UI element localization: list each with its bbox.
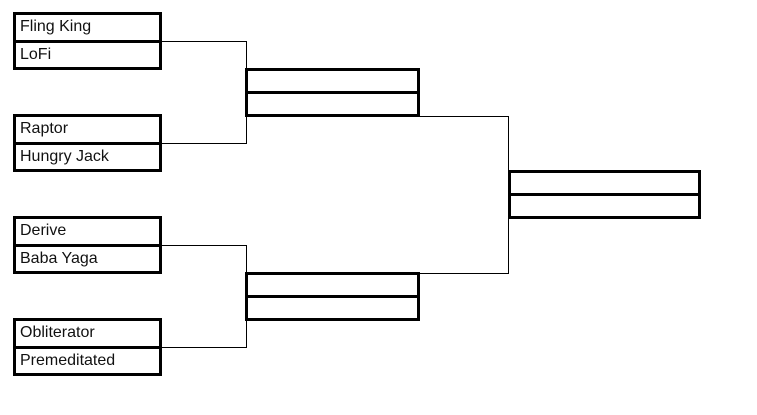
connector-r1m2	[162, 143, 247, 144]
r1-match-2-team-bottom[interactable]: Hungry Jack	[16, 141, 159, 170]
r1-match-1: Fling King LoFi	[13, 12, 162, 70]
r2-match-1	[245, 68, 420, 117]
connector-r2m1	[420, 116, 509, 117]
r1-match-3-team-bottom[interactable]: Baba Yaga	[16, 243, 159, 272]
connector-r1m1	[162, 41, 247, 42]
connector-lower-vertical	[246, 245, 247, 348]
r1-match-1-team-top[interactable]: Fling King	[20, 18, 92, 36]
connector-upper-vertical	[246, 41, 247, 144]
connector-r1m4	[162, 347, 247, 348]
r2-match-2-team-top[interactable]	[248, 275, 417, 295]
r1-match-3-team-top[interactable]: Derive	[20, 222, 67, 240]
final-match	[508, 170, 701, 219]
r1-match-4: Obliterator Premeditated	[13, 318, 162, 376]
connector-r2m2	[420, 273, 509, 274]
r2-match-1-team-top[interactable]	[248, 71, 417, 91]
final-team-top[interactable]	[511, 173, 698, 193]
r1-match-2-team-top[interactable]: Raptor	[20, 120, 69, 138]
connector-r1m3	[162, 245, 247, 246]
r1-match-2: Raptor Hungry Jack	[13, 114, 162, 172]
r2-match-2	[245, 272, 420, 321]
r2-match-1-team-bottom[interactable]	[248, 91, 417, 114]
r1-match-1-team-bottom[interactable]: LoFi	[16, 39, 159, 68]
r2-match-2-team-bottom[interactable]	[248, 295, 417, 318]
final-team-bottom[interactable]	[511, 193, 698, 216]
r1-match-4-team-top[interactable]: Obliterator	[20, 324, 95, 342]
r1-match-4-team-bottom[interactable]: Premeditated	[16, 345, 159, 374]
connector-final-vertical	[508, 116, 509, 274]
r1-match-3: Derive Baba Yaga	[13, 216, 162, 274]
